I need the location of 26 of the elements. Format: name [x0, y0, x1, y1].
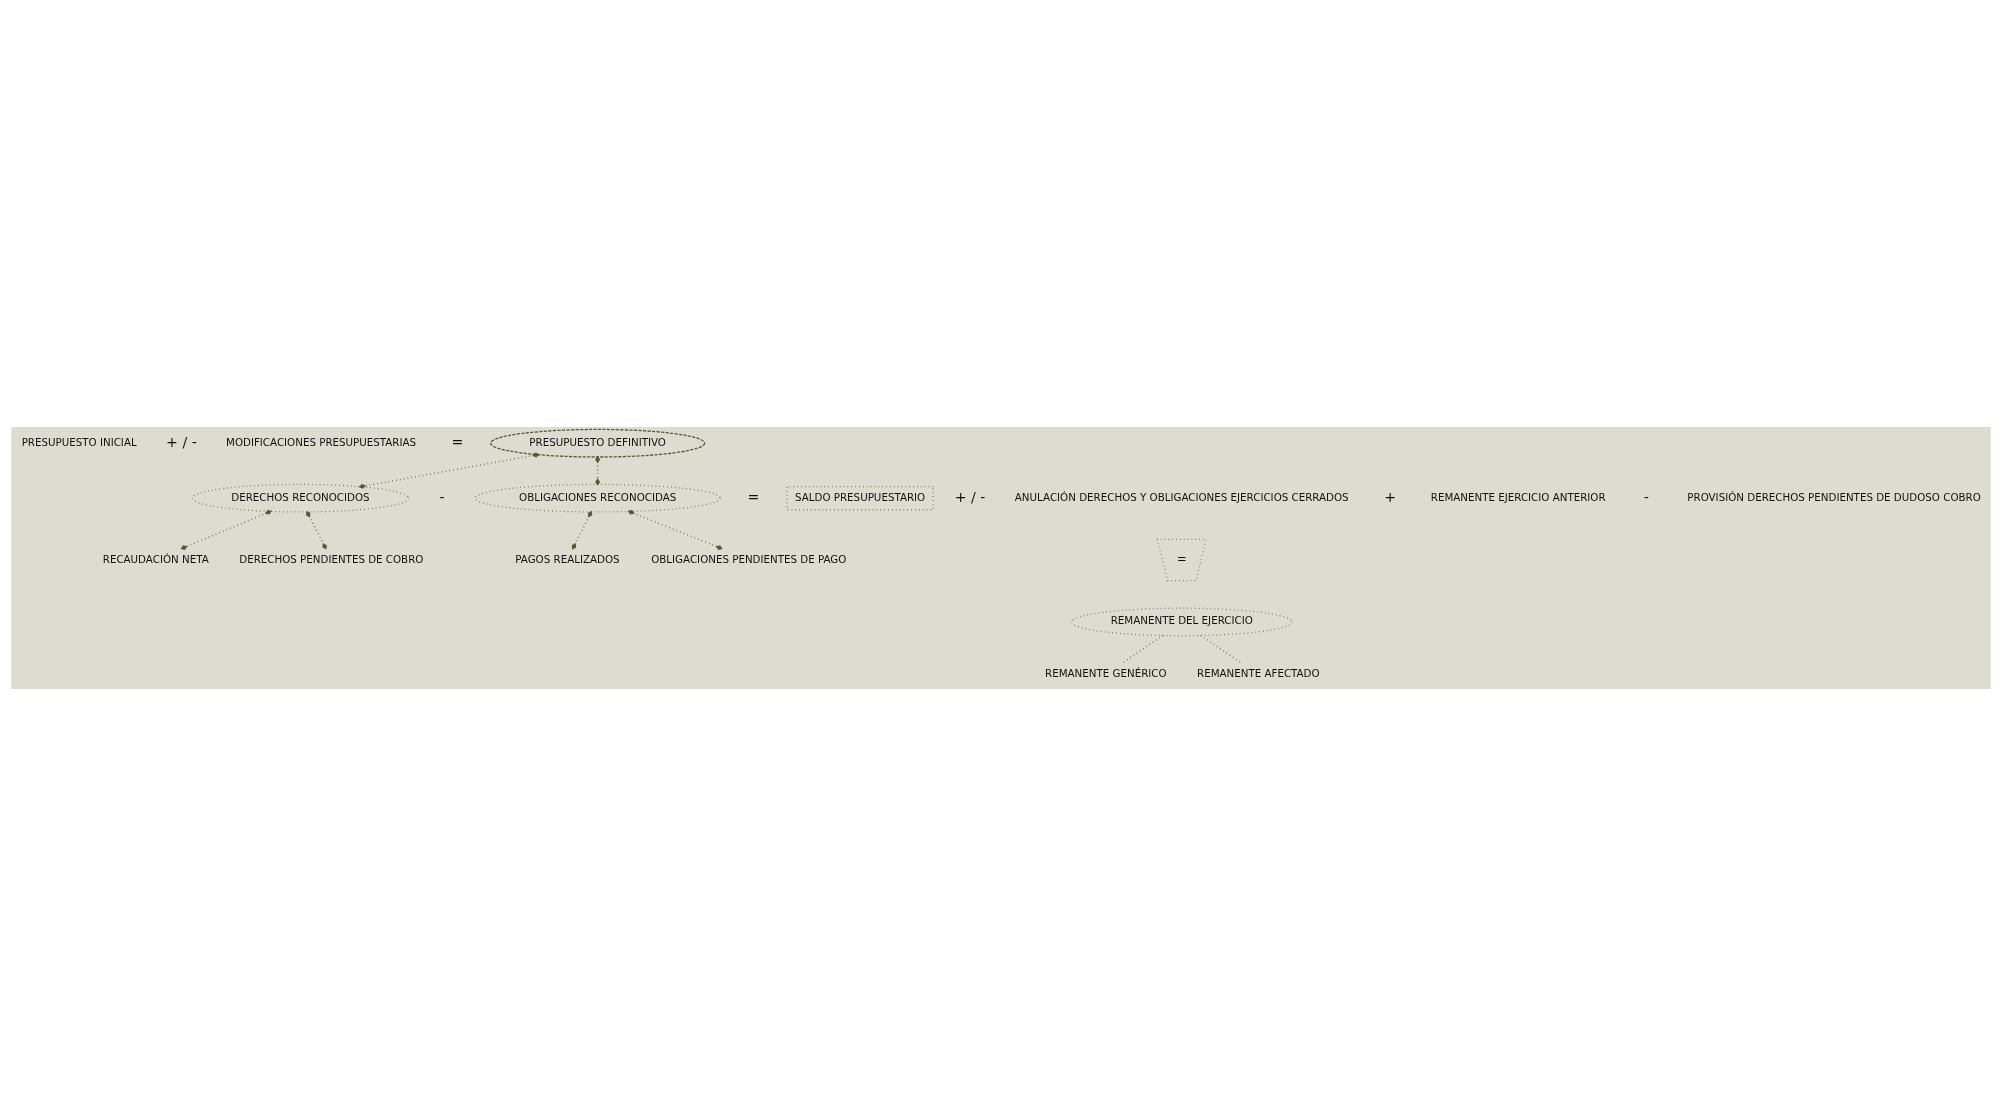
- node-text: PAGOS REALIZADOS: [515, 552, 620, 565]
- label: -: [1643, 488, 1649, 505]
- connector: [305, 510, 327, 550]
- node-ellipse: REMANENTE DEL EJERCICIO: [1070, 607, 1293, 636]
- node-text: MODIFICACIONES PRESUPUESTARIAS: [226, 435, 417, 448]
- node-text: REMANENTE AFECTADO: [1197, 666, 1320, 679]
- label: + / -: [954, 488, 986, 505]
- connector: [1200, 634, 1243, 664]
- node-text: REMANENTE GENÉRICO: [1045, 666, 1167, 679]
- node-text: REMANENTE EJERCICIO ANTERIOR: [1430, 490, 1606, 503]
- node-text: OBLIGACIONES PENDIENTES DE PAGO: [651, 552, 847, 565]
- node-text: PRESUPUESTO INICIAL: [21, 435, 137, 448]
- label: =: [451, 433, 464, 450]
- node-text: PROVISIÓN DERECHOS PENDIENTES DE DUDOSO COBRO: [1687, 490, 1981, 503]
- connector: [627, 509, 723, 550]
- label: -: [439, 488, 445, 505]
- label: + / -: [166, 433, 197, 450]
- node-text: ANULACIÓN DERECHOS Y OBLIGACIONES EJERCICIOS CERRADOS: [1014, 490, 1349, 503]
- node-text: DERECHOS PENDIENTES DE COBRO: [239, 552, 424, 565]
- node-text: RECAUDACIÓN NETA: [102, 552, 209, 565]
- connector: [358, 452, 540, 489]
- connector: [180, 509, 272, 550]
- label: =: [747, 488, 760, 505]
- connector: [571, 510, 593, 550]
- label: +: [1384, 488, 1397, 505]
- node-box: SALDO PRESUPUESTARIO: [786, 485, 934, 510]
